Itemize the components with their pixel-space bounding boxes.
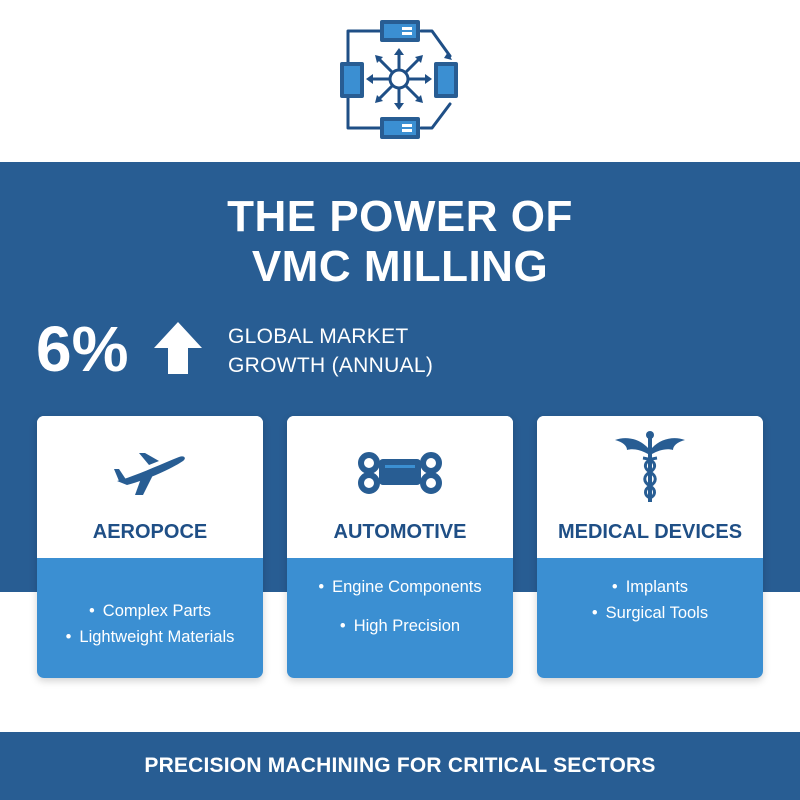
caduceus-icon [613, 430, 687, 509]
list-item: Engine Components [287, 568, 513, 607]
card-title: MEDICAL DEVICES [557, 521, 743, 543]
card-header [37, 416, 263, 558]
machining-hub-icon [332, 16, 466, 142]
list-item: High Precision [287, 607, 513, 646]
title-line-1: THE POWER OF [227, 192, 573, 241]
card-header [287, 416, 513, 558]
card-title: AEROPOCE [92, 521, 208, 543]
growth-stat-label-line-1: GLOBAL MARKET [228, 325, 409, 348]
card-body: Complex Parts Lightweight Materials [37, 558, 263, 678]
list-item: Implants [537, 574, 763, 600]
airplane-icon [113, 451, 187, 500]
list-item: Surgical Tools [537, 600, 763, 626]
feature-list: Engine Components High Precision [287, 568, 513, 646]
growth-stat-label-line-2: GROWTH (ANNUAL) [228, 354, 434, 377]
arrow-up-icon [152, 320, 204, 376]
card-title: AUTOMOTIVE [333, 521, 467, 543]
growth-stat-label: GLOBAL MARKET GROWTH (ANNUAL) [228, 322, 433, 380]
feature-list: Complex Parts Lightweight Materials [37, 598, 263, 650]
sector-card-aerospace: AEROPOCE Complex Parts Lightweight Mater… [37, 416, 263, 678]
footer-banner: PRECISION MACHINING FOR CRITICAL SECTORS [0, 732, 800, 800]
page-title: THE POWER OF VMC MILLING [0, 192, 800, 292]
list-item: Lightweight Materials [37, 624, 263, 650]
footer-tagline: PRECISION MACHINING FOR CRITICAL SECTORS [144, 754, 656, 777]
card-body: Implants Surgical Tools [537, 558, 763, 678]
growth-stat-value: 6% [36, 313, 129, 385]
card-body: Engine Components High Precision [287, 558, 513, 678]
sector-card-automotive: AUTOMOTIVE Engine Components High Precis… [287, 416, 513, 678]
feature-list: Implants Surgical Tools [537, 574, 763, 626]
vehicle-icon [355, 451, 445, 500]
title-line-2: VMC MILLING [251, 242, 549, 291]
list-item: Complex Parts [37, 598, 263, 624]
sector-card-medical: MEDICAL DEVICES Implants Surgical Tools [537, 416, 763, 678]
